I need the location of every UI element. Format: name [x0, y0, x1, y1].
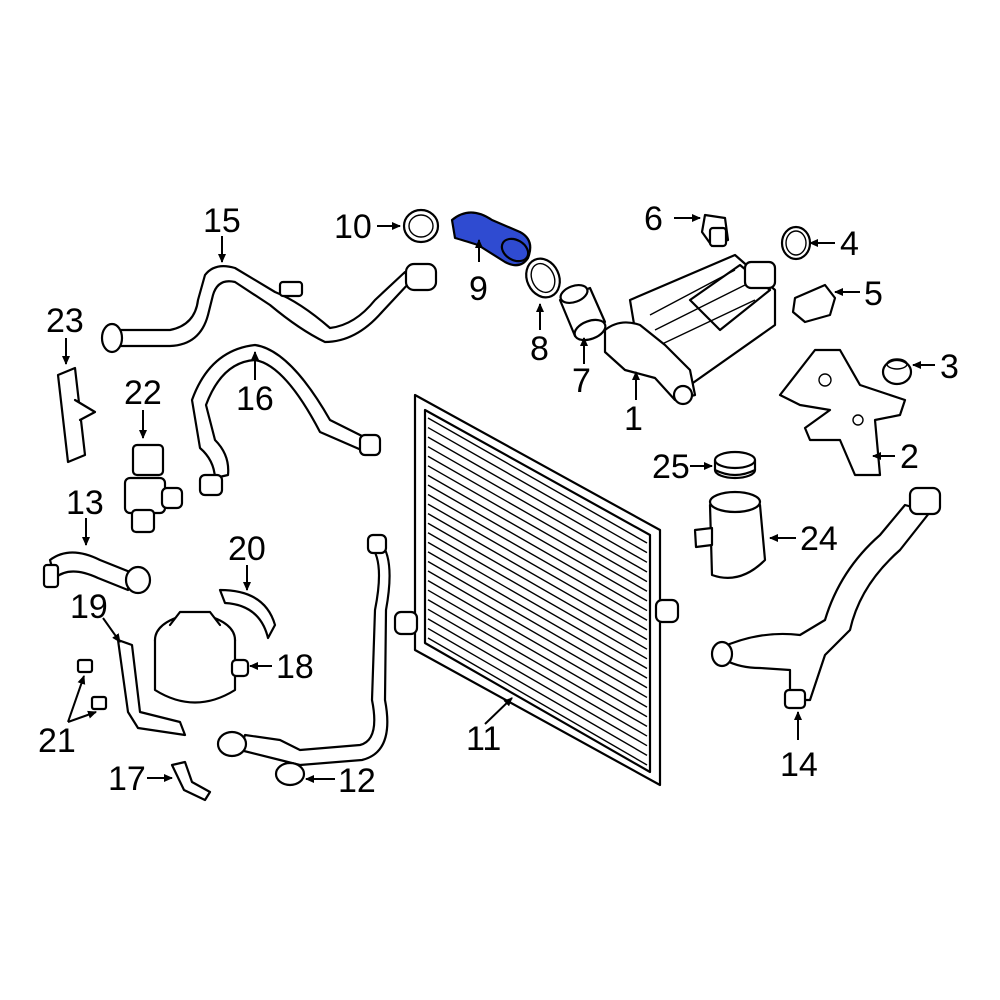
bracket-part-19: [116, 638, 187, 737]
callout-16: 16: [236, 380, 274, 418]
callout-7: 7: [572, 362, 591, 400]
radiator-fin: [427, 637, 648, 766]
callout-24: 24: [800, 520, 838, 558]
hose-part-16: [190, 343, 382, 497]
callout-8: 8: [530, 330, 549, 368]
callout-4: 4: [840, 225, 859, 263]
radiator-fin: [427, 580, 648, 708]
radiator-fin: [427, 627, 648, 756]
sensor-part-5: [791, 283, 837, 324]
callout-22: 22: [124, 374, 162, 412]
callout-13: 13: [66, 484, 104, 522]
radiator-fin: [427, 455, 648, 583]
sleeve-part-7: [558, 283, 607, 342]
bolts-part-21: [76, 658, 108, 711]
radiator-part-11: [393, 393, 680, 787]
leader-arrows: [62, 214, 935, 783]
radiator-fin: [427, 541, 648, 670]
hose-part-14: [710, 486, 942, 710]
callout-18: 18: [276, 648, 314, 686]
radiator-fin: [427, 551, 648, 679]
intercooler-part-1: [603, 253, 777, 406]
radiator-fin: [427, 465, 648, 592]
callout-3: 3: [940, 348, 959, 386]
callout-2: 2: [900, 438, 919, 476]
callout-12: 12: [338, 762, 376, 800]
radiator-fin: [427, 618, 648, 747]
callout-6: 6: [644, 200, 663, 238]
callout-21: 21: [38, 722, 76, 760]
radiator-fin: [427, 513, 648, 641]
callout-23: 23: [46, 302, 84, 340]
callout-10: 10: [334, 208, 372, 246]
hose-part-12: [216, 533, 391, 787]
radiator-fin: [427, 570, 648, 699]
radiator-fin: [427, 560, 648, 689]
callout-19: 19: [70, 588, 108, 626]
radiator-fin: [427, 608, 648, 737]
radiator-fin: [427, 503, 648, 631]
radiator-fin: [427, 417, 648, 544]
o-ring-part-4: [780, 225, 812, 261]
radiator-fin: [427, 599, 648, 727]
bracket-part-2: [778, 348, 907, 477]
callout-labels: 1 2 3 4 5 6 7 8 9 10 11 12 13 14 15 16 1…: [38, 200, 959, 800]
radiator-fin: [427, 474, 648, 602]
radiator-fin: [427, 522, 648, 650]
grommet-part-3: [881, 358, 913, 386]
strap-part-20: [218, 588, 277, 640]
radiator-fin: [427, 426, 648, 554]
radiator-fin: [427, 436, 648, 563]
radiator-fin: [427, 446, 648, 573]
callout-25: 25: [652, 448, 690, 486]
hose-part-13: [42, 551, 152, 595]
hose-part-9-highlighted: [450, 211, 532, 267]
valve-part-22: [123, 443, 184, 534]
callout-1: 1: [624, 400, 643, 438]
reservoir-part-24: [693, 490, 767, 579]
clamp-part-8: [525, 257, 561, 299]
callout-5: 5: [864, 275, 883, 313]
callout-11: 11: [466, 720, 501, 758]
plate-part-23: [56, 366, 97, 464]
callout-17: 17: [108, 760, 146, 798]
pump-part-18: [153, 610, 250, 704]
sensor-part-6: [700, 213, 730, 248]
sensor-part-17: [170, 760, 212, 802]
cap-part-25: [713, 450, 757, 480]
hose-part-15: [100, 262, 438, 354]
callout-14: 14: [780, 746, 818, 784]
radiator-fin: [427, 493, 648, 621]
callout-20: 20: [228, 530, 266, 568]
callout-15: 15: [203, 202, 241, 240]
seal-part-10: [402, 208, 440, 244]
callout-9: 9: [469, 270, 488, 308]
radiator-fin: [427, 589, 648, 718]
radiator-fin: [427, 532, 648, 660]
radiator-fin: [427, 484, 648, 612]
